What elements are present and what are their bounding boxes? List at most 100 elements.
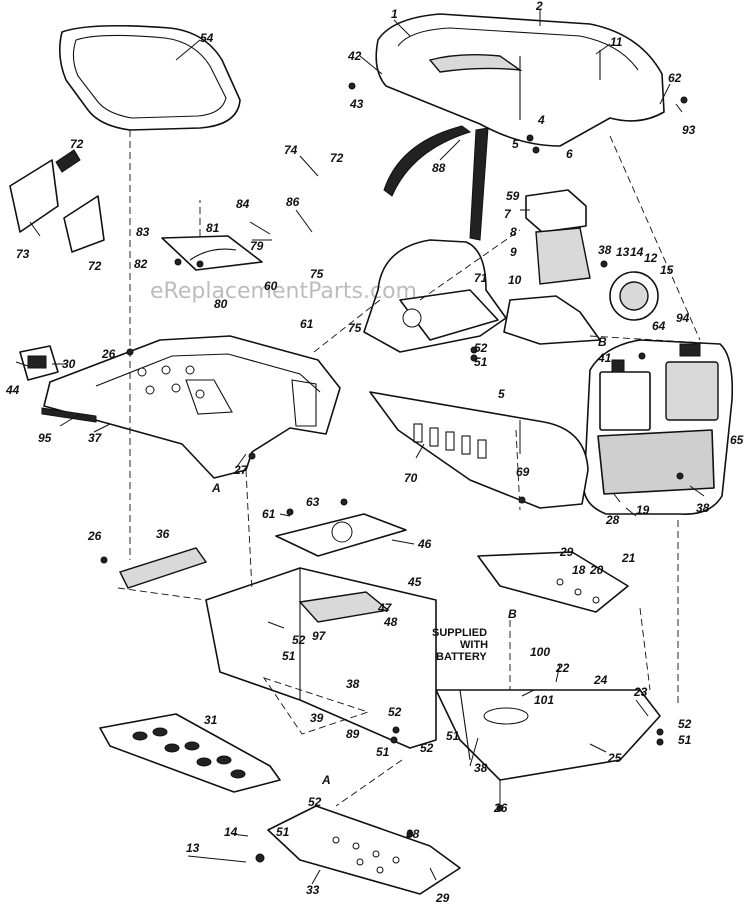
part-label: 8 (510, 225, 517, 239)
part-label: 26 (101, 347, 116, 361)
part-label: 31 (204, 713, 218, 727)
part-label: 72 (330, 151, 344, 165)
supplied-note-line: SUPPLIED (432, 627, 487, 639)
lower-body-panel-part (369, 391, 589, 509)
part-label: 37 (88, 431, 103, 445)
part-label: 41 (597, 351, 612, 365)
part-label: 94 (676, 311, 690, 325)
part-label: 75 (310, 267, 324, 281)
part-label: 97 (312, 629, 327, 643)
part-label: 22 (555, 661, 570, 675)
part-label: 52 (388, 705, 402, 719)
headlight-part (609, 271, 659, 321)
part-label: 14 (630, 245, 644, 259)
part-label: 65 (730, 433, 744, 447)
part-label: 12 (644, 251, 658, 265)
supplied-note-line: BATTERY (436, 651, 487, 663)
part-label: 52 (292, 633, 306, 647)
part-label: 73 (16, 247, 30, 261)
part-label: 60 (264, 279, 278, 293)
part-label: 10 (508, 273, 522, 287)
part-label: 44 (5, 383, 20, 397)
watermark: eReplacementParts.com (150, 279, 417, 304)
part-label: 6 (566, 147, 573, 161)
leader-lines (15, 10, 705, 885)
part-label: 52 (308, 795, 322, 809)
part-label: 30 (62, 357, 76, 371)
part-number-labels: 1 2 4 5 5 6 7 8 9 10 11 12 13 13 14 14 1… (5, 0, 744, 905)
steering-support-part (363, 239, 507, 353)
assembly-lines (117, 130, 721, 807)
part-label: 70 (404, 471, 418, 485)
part-label: 38 (406, 827, 420, 841)
part-label: 24 (593, 673, 608, 687)
part-label: 36 (156, 527, 170, 541)
part-label: 81 (206, 221, 220, 235)
part-label: 59 (506, 189, 520, 203)
part-label: 95 (38, 431, 52, 445)
part-label: 64 (652, 319, 666, 333)
part-label: 86 (286, 195, 300, 209)
part-label: 43 (349, 97, 364, 111)
part-label: 26 (493, 801, 508, 815)
part-label: 84 (236, 197, 250, 211)
part-label: 75 (348, 321, 362, 335)
part-label: 29 (435, 891, 450, 905)
part-label: 42 (347, 49, 362, 63)
part-label: 93 (682, 123, 696, 137)
part-label: 100 (530, 645, 550, 659)
part-label: 52 (420, 741, 434, 755)
reference-letter: A (321, 773, 331, 787)
hood-part (375, 13, 665, 147)
part-label: 21 (621, 551, 636, 565)
seat-part (58, 24, 241, 131)
part-label: 61 (300, 317, 314, 331)
pedestal-plate-part (275, 513, 407, 557)
part-label: 51 (474, 355, 488, 369)
part-label: 52 (678, 717, 692, 731)
seat-switch-part (19, 345, 59, 381)
part-label: 72 (70, 137, 84, 151)
part-label: 9 (510, 245, 517, 259)
windscreen-strip-part (383, 125, 472, 197)
floor-mat-part (99, 713, 281, 793)
part-label: 2 (535, 0, 543, 13)
part-label: 1 (391, 7, 398, 21)
part-label: 20 (589, 563, 604, 577)
part-label: 18 (572, 563, 586, 577)
part-label: 29 (559, 545, 574, 559)
part-label: 11 (610, 35, 623, 49)
part-label: 23 (633, 685, 648, 699)
part-label: 14 (224, 825, 238, 839)
part-label: 33 (306, 883, 320, 897)
part-label: 52 (474, 341, 488, 355)
supplied-note-line: WITH (460, 639, 488, 651)
left-footrest-part (267, 805, 461, 895)
part-label: 54 (200, 31, 214, 45)
control-bracket-part (9, 149, 105, 253)
part-label: 38 (474, 761, 488, 775)
battery-part (503, 189, 601, 345)
part-label: 13 (616, 245, 630, 259)
part-label: 72 (88, 259, 102, 273)
part-label: 38 (598, 243, 612, 257)
right-footrest-part (477, 551, 629, 613)
part-label: 38 (346, 677, 360, 691)
part-label: 15 (660, 263, 674, 277)
part-label: 82 (134, 257, 148, 271)
dash-panel-part (583, 339, 734, 515)
part-label: 45 (407, 575, 422, 589)
part-label: 28 (605, 513, 620, 527)
part-label: 5 (512, 137, 519, 151)
part-label: 39 (310, 711, 324, 725)
part-label: 38 (696, 501, 710, 515)
part-label: 26 (87, 529, 102, 543)
part-label: 61 (262, 507, 276, 521)
part-label: 5 (498, 387, 505, 401)
support-bracket-part (119, 547, 208, 589)
seat-pan-bracket-part (161, 235, 263, 271)
part-label: 13 (186, 841, 200, 855)
part-label: 71 (474, 271, 488, 285)
part-label: 62 (668, 71, 682, 85)
